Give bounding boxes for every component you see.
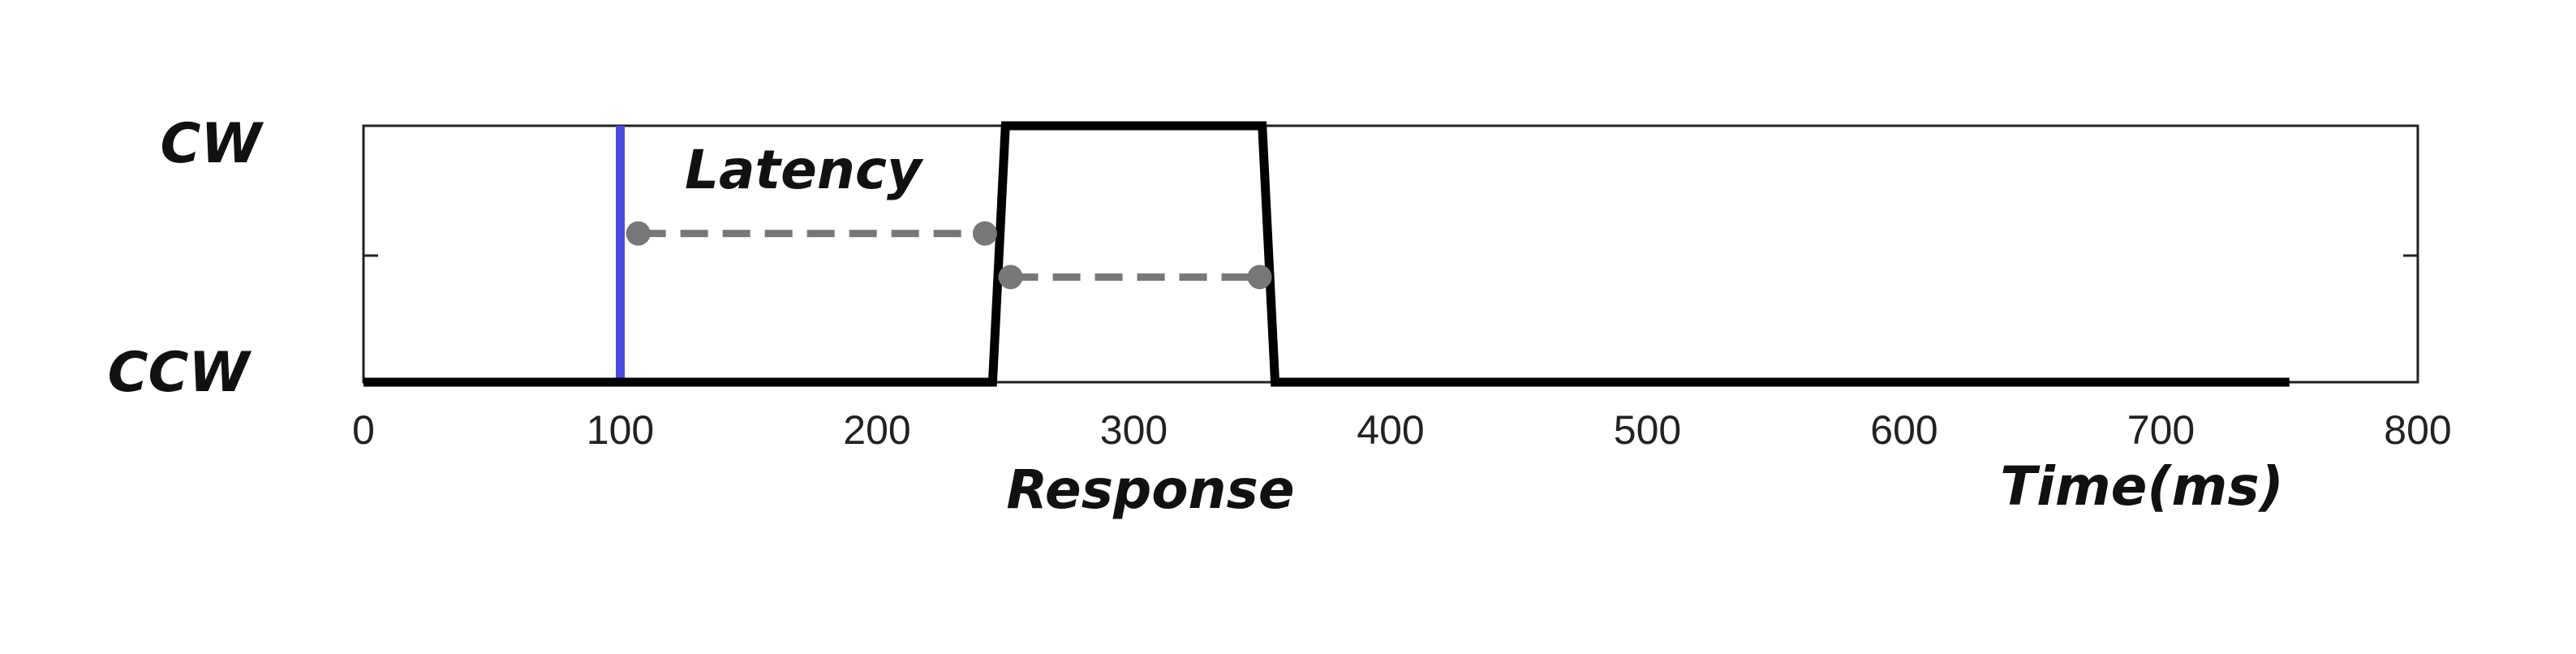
x-tick-label: 300 (1100, 407, 1168, 453)
x-tick-label: 600 (1870, 407, 1937, 453)
response-start-dot (998, 265, 1023, 290)
response-label: Response (1006, 458, 1294, 521)
chart-marks (363, 121, 2290, 387)
x-tick-label: 500 (1614, 407, 1681, 453)
plot-frame (362, 124, 2419, 384)
x-tick-label: 700 (2127, 407, 2195, 453)
response-trace-line (363, 121, 2290, 387)
x-tick-label: 0 (352, 407, 375, 453)
x-tick-label: 800 (2384, 407, 2451, 453)
x-tick-label: 200 (843, 407, 910, 453)
y-tick-label-cw: CW (161, 112, 264, 176)
x-tick-label: 400 (1357, 407, 1424, 453)
latency-label: Latency (685, 139, 924, 201)
latency-start-dot (626, 221, 651, 246)
x-tick-label: 100 (587, 407, 654, 453)
x-axis-label: Time(ms) (2000, 455, 2284, 518)
latency-end-dot (972, 221, 997, 246)
x-tick-labels: 0 100 200 300 400 500 600 700 800 (352, 407, 2452, 453)
y-tick-label-ccw: CCW (108, 341, 252, 405)
response-end-dot (1247, 265, 1272, 290)
